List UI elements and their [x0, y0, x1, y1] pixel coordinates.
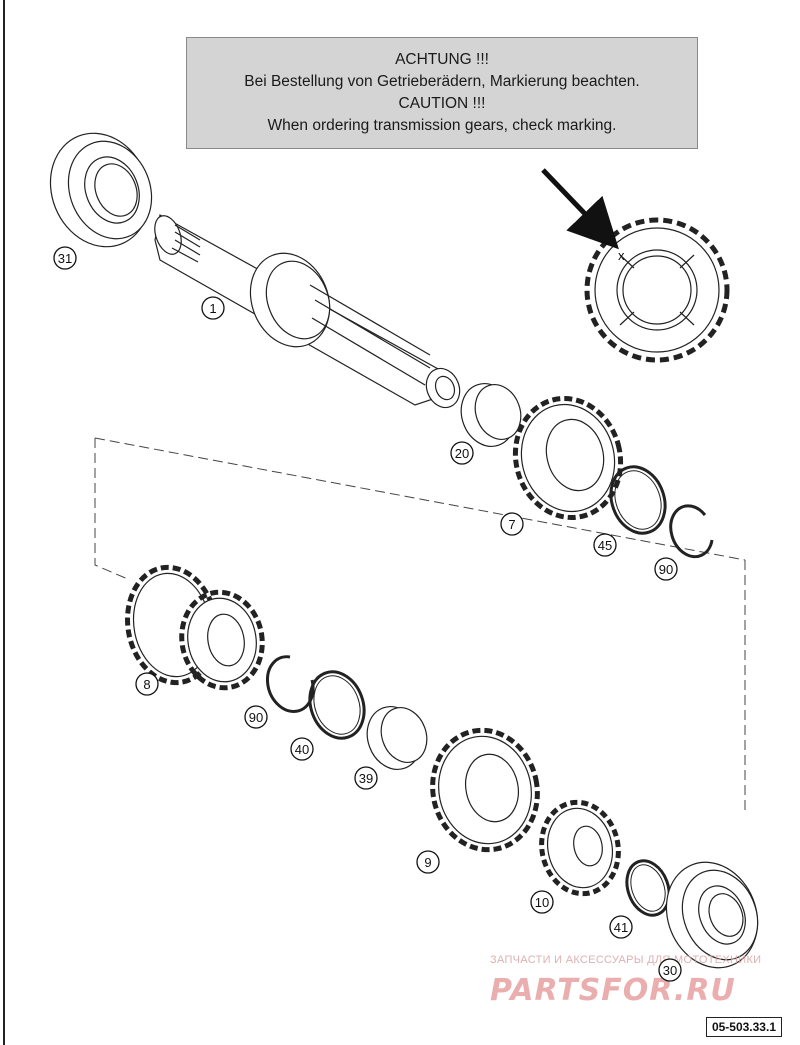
- callout-31: 31: [53, 246, 77, 270]
- circlip-90-lower: [265, 655, 315, 713]
- bearing-30: [665, 861, 759, 969]
- callout-10-label: 10: [535, 895, 549, 910]
- watermark-brand: PARTSFOR.RU: [490, 973, 736, 1008]
- callout-41: 41: [609, 915, 633, 939]
- circlip-90-upper: [669, 504, 714, 559]
- callout-8: 8: [135, 672, 159, 696]
- gear-9: [430, 727, 540, 853]
- bushing-39: [366, 706, 428, 770]
- callout-1: 1: [201, 296, 225, 320]
- marking-arrow: [541, 168, 619, 250]
- callout-30-label: 30: [663, 963, 677, 978]
- callout-41-label: 41: [614, 920, 628, 935]
- gear-8: [125, 564, 265, 691]
- callout-30: 30: [658, 958, 682, 982]
- thrust-washer-41: [625, 859, 671, 917]
- caution-notice: ACHTUNG !!! Bei Bestellung von Getrieber…: [186, 37, 698, 149]
- thrust-washer-45: [609, 465, 667, 535]
- notice-line-3: CAUTION !!!: [398, 95, 486, 112]
- callout-8-label: 8: [143, 677, 150, 692]
- bearing-31: [49, 132, 153, 248]
- callout-20-label: 20: [455, 446, 469, 461]
- callout-90-lower-label: 90: [249, 710, 263, 725]
- callout-45: 45: [593, 533, 617, 557]
- callout-39: 39: [354, 766, 378, 790]
- callout-31-label: 31: [58, 251, 72, 266]
- callout-40: 40: [290, 737, 314, 761]
- callout-45-label: 45: [598, 538, 612, 553]
- callout-9: 9: [416, 850, 440, 874]
- callout-90-upper: 90: [654, 557, 678, 581]
- thrust-washer-40: [308, 670, 366, 740]
- callout-1-label: 1: [209, 301, 216, 316]
- watermark-caption: ЗАПЧАСТИ И АКСЕССУАРЫ ДЛЯ МОТОТЕХНИКИ: [490, 954, 761, 966]
- assembly-guide-line: [94, 438, 131, 581]
- assembly-guide-line-top: [94, 437, 746, 561]
- callout-90-lower: 90: [244, 705, 268, 729]
- reference-gear-marked: [584, 217, 730, 363]
- gear-10: [539, 799, 621, 897]
- gear-7: [512, 396, 624, 520]
- callout-20: 20: [450, 441, 474, 465]
- main-shaft-1: [154, 214, 461, 409]
- callout-7-label: 7: [508, 517, 515, 532]
- callout-10: 10: [530, 890, 554, 914]
- watermark: ЗАПЧАСТИ И АКСЕССУАРЫ ДЛЯ МОТОТЕХНИКИ PA…: [490, 954, 761, 1008]
- bushing-20: [460, 383, 522, 447]
- notice-line-4: When ordering transmission gears, check …: [267, 117, 617, 134]
- callout-40-label: 40: [295, 742, 309, 757]
- notice-line-1: ACHTUNG !!!: [395, 51, 489, 68]
- callout-39-label: 39: [359, 771, 373, 786]
- gear-marking-symbol: x: [618, 248, 625, 263]
- page-frame: [3, 0, 800, 1045]
- callout-7: 7: [500, 512, 524, 536]
- callout-9-label: 9: [424, 855, 431, 870]
- callout-90-upper-label: 90: [659, 562, 673, 577]
- drawing-part-number: 05-503.33.1: [705, 1017, 782, 1037]
- notice-line-2: Bei Bestellung von Getrieberädern, Marki…: [244, 73, 640, 90]
